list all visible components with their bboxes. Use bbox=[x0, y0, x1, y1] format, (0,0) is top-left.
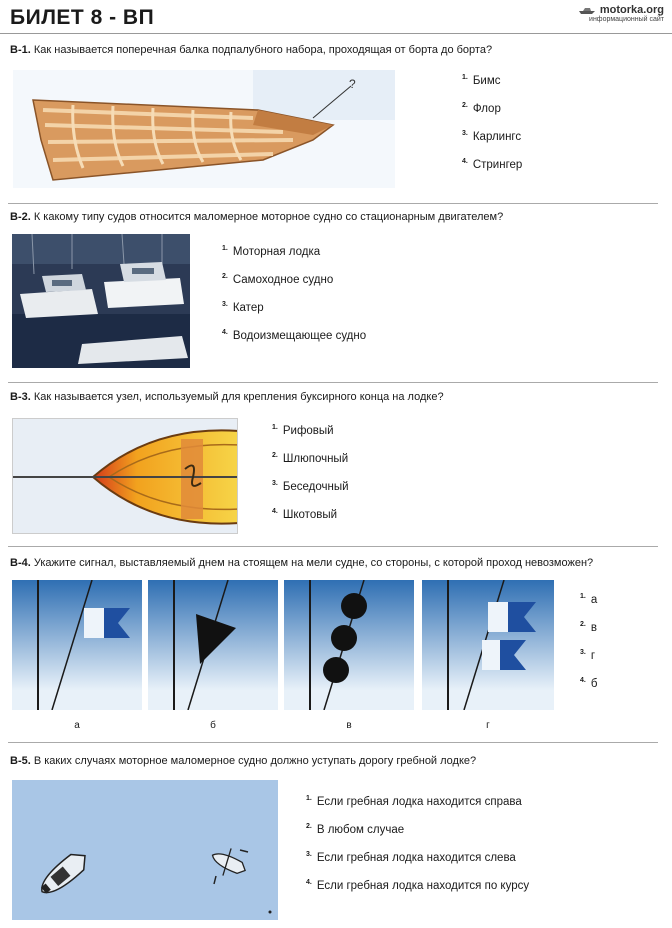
answer-2-1[interactable]: 1.Моторная лодка bbox=[222, 245, 321, 258]
signal-panel-b bbox=[148, 580, 278, 710]
answer-1-1[interactable]: 1.Бимс bbox=[462, 74, 501, 87]
question-mark-label: ? bbox=[349, 77, 356, 91]
answer-2-2[interactable]: 2.Самоходное судно bbox=[222, 273, 334, 286]
question-3: В-3. Как называется узел, используемый д… bbox=[10, 391, 444, 403]
caption-v: в bbox=[346, 720, 352, 731]
question-2: В-2. К какому типу судов относится малом… bbox=[10, 211, 503, 223]
question-5-text: В каких случаях моторное маломерное судн… bbox=[33, 755, 477, 767]
header-divider bbox=[0, 33, 672, 34]
answer-3-3[interactable]: 3.Беседочный bbox=[272, 480, 349, 493]
site-name: motorka.org bbox=[599, 4, 664, 16]
divider-1 bbox=[8, 203, 658, 204]
answer-1-4[interactable]: 4.Стрингер bbox=[462, 158, 523, 171]
question-3-label: В-3. bbox=[10, 391, 31, 403]
answer-5-3[interactable]: 3.Если гребная лодка находится слева bbox=[306, 851, 516, 864]
answer-4-4[interactable]: 4.б bbox=[580, 677, 598, 690]
answer-1-3[interactable]: 3.Карлингс bbox=[462, 130, 522, 143]
question-4-label: В-4. bbox=[10, 557, 31, 569]
signal-panel-v bbox=[284, 580, 414, 710]
question-5: В-5. В каких случаях моторное маломерное… bbox=[10, 755, 476, 767]
ticket-title: БИЛЕТ 8 - ВП bbox=[10, 6, 155, 29]
answer-2-3[interactable]: 3.Катер bbox=[222, 301, 264, 314]
divider-3 bbox=[8, 546, 658, 547]
question-2-label: В-2. bbox=[10, 211, 31, 223]
question-1: В-1. Как называется поперечная балка под… bbox=[10, 44, 492, 56]
answer-3-2[interactable]: 2.Шлюпочный bbox=[272, 452, 349, 465]
answer-4-3[interactable]: 3.г bbox=[580, 649, 596, 662]
signal-panel-g bbox=[422, 580, 554, 710]
question-1-label: В-1. bbox=[10, 44, 31, 56]
caption-a: а bbox=[74, 720, 80, 731]
caption-b: б bbox=[210, 720, 216, 731]
answer-2-4[interactable]: 4.Водоизмещающее судно bbox=[222, 329, 367, 342]
question-5-image bbox=[12, 780, 278, 920]
question-5-label: В-5. bbox=[10, 755, 31, 767]
divider-2 bbox=[8, 382, 658, 383]
site-subtitle: информационный сайт bbox=[589, 16, 664, 23]
answer-3-1[interactable]: 1.Рифовый bbox=[272, 424, 334, 437]
question-3-image bbox=[12, 418, 238, 534]
motor-boat-icon bbox=[41, 853, 86, 894]
answer-5-1[interactable]: 1.Если гребная лодка находится справа bbox=[306, 795, 522, 808]
caption-g: г bbox=[486, 720, 490, 731]
answer-5-4[interactable]: 4.Если гребная лодка находится по курсу bbox=[306, 879, 530, 892]
question-1-text: Как называется поперечная балка подпалуб… bbox=[33, 44, 493, 56]
question-1-image: ? bbox=[13, 70, 395, 188]
answer-1-2[interactable]: 2.Флор bbox=[462, 102, 501, 115]
divider-4 bbox=[8, 742, 658, 743]
question-4: В-4. Укажите сигнал, выставляемый днем н… bbox=[10, 557, 593, 569]
site-brand[interactable]: motorka.org информационный сайт bbox=[578, 4, 664, 23]
question-4-text: Укажите сигнал, выставляемый днем на сто… bbox=[33, 557, 594, 569]
answer-3-4[interactable]: 4.Шкотовый bbox=[272, 508, 338, 521]
question-2-photo bbox=[12, 234, 190, 368]
signal-panel-a bbox=[12, 580, 142, 710]
boat-logo-icon bbox=[578, 7, 595, 14]
question-3-text: Как называется узел, используемый для кр… bbox=[33, 391, 444, 403]
answer-4-2[interactable]: 2.в bbox=[580, 621, 597, 634]
question-2-text: К какому типу судов относится маломерное… bbox=[33, 211, 504, 223]
answer-4-1[interactable]: 1.а bbox=[580, 593, 598, 606]
rowing-boat-icon bbox=[211, 848, 246, 876]
answer-5-2[interactable]: 2.В любом случае bbox=[306, 823, 405, 836]
